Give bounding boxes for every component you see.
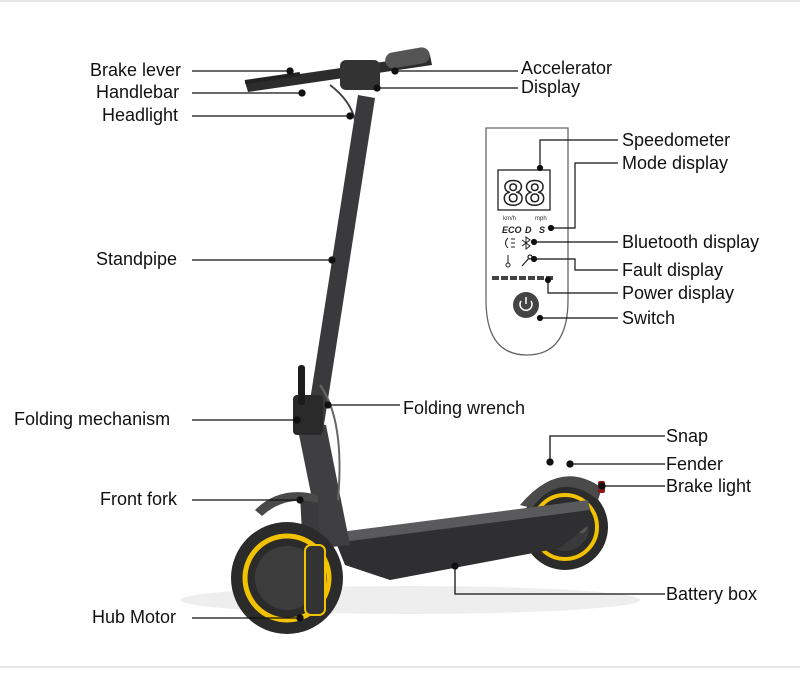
headlight-icon bbox=[505, 237, 515, 249]
grip-shape bbox=[385, 47, 430, 69]
bluetooth-icon bbox=[521, 236, 531, 250]
head-unit bbox=[340, 60, 380, 90]
label-front-fork: Front fork bbox=[100, 489, 178, 509]
top-border bbox=[0, 0, 800, 2]
label-bluetooth-display: Bluetooth display bbox=[622, 232, 760, 252]
handlebar-shape bbox=[245, 55, 432, 92]
leader-lines bbox=[192, 67, 665, 622]
label-power-display: Power display bbox=[622, 283, 735, 303]
unit-mph: mph bbox=[535, 216, 547, 222]
label-mode-display: Mode display bbox=[622, 153, 729, 173]
mode-d: D bbox=[525, 225, 532, 235]
folding-block bbox=[293, 395, 323, 435]
label-handlebar: Handlebar bbox=[96, 82, 180, 102]
label-folding-wrench: Folding wrench bbox=[403, 398, 526, 418]
display-panel: 88 km/h mph ECO D S bbox=[485, 127, 569, 356]
label-brake-light: Brake light bbox=[666, 476, 752, 496]
front-rim-accent bbox=[242, 533, 332, 623]
power-icon bbox=[513, 292, 539, 318]
stem-shape bbox=[303, 95, 375, 450]
folding-wrench-shape bbox=[298, 365, 305, 405]
unit-kmh: km/h bbox=[503, 216, 516, 222]
label-display: Display bbox=[521, 77, 581, 97]
label-standpipe: Standpipe bbox=[96, 249, 178, 269]
thermometer-icon bbox=[505, 255, 511, 268]
speed-digits: 88 bbox=[502, 175, 545, 216]
front-wheel bbox=[231, 522, 343, 634]
label-headlight: Headlight bbox=[102, 105, 179, 125]
label-battery-box: Battery box bbox=[666, 584, 758, 604]
mode-s: S bbox=[539, 225, 545, 235]
label-folding-mechanism: Folding mechanism bbox=[14, 409, 171, 429]
digit-frame bbox=[497, 169, 551, 211]
power-bar bbox=[492, 276, 553, 280]
label-accelerator: Accelerator bbox=[521, 58, 613, 78]
label-snap: Snap bbox=[666, 426, 709, 446]
fender-shape bbox=[520, 476, 602, 508]
label-switch: Switch bbox=[622, 308, 676, 328]
mode-eco: ECO bbox=[502, 225, 522, 235]
label-brake-lever: Brake lever bbox=[90, 60, 182, 80]
deck-shape bbox=[335, 508, 592, 580]
label-speedometer: Speedometer bbox=[622, 130, 731, 150]
label-hub-motor: Hub Motor bbox=[92, 607, 177, 627]
label-fender: Fender bbox=[666, 454, 724, 474]
label-fault-display: Fault display bbox=[622, 260, 724, 280]
bottom-border bbox=[0, 666, 800, 668]
panel-leader-lines bbox=[530, 139, 618, 322]
